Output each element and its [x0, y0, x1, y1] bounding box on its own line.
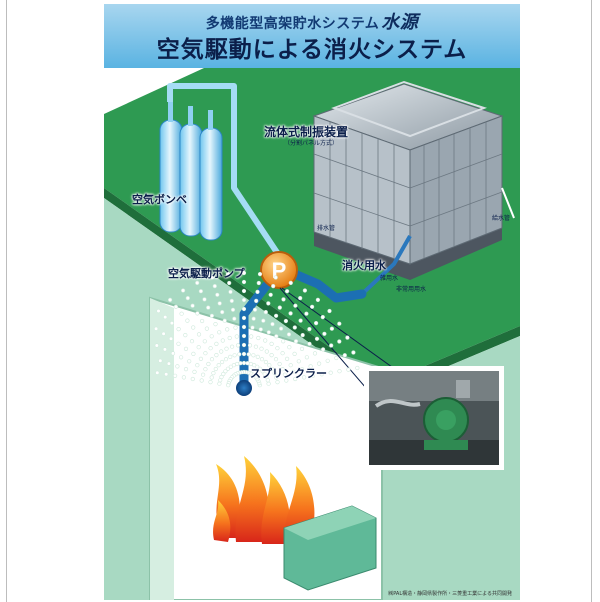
air-supply-line	[167, 83, 285, 262]
page-frame: 多機能型高架貯水システム水源 空気駆動による消火システム	[6, 0, 592, 602]
label-drain-pipe: 排水管	[317, 225, 336, 232]
system-illustration: P	[104, 68, 520, 600]
label-pipe-b: 非常用用水	[396, 286, 427, 293]
poster: 多機能型高架貯水システム水源 空気駆動による消火システム	[104, 4, 520, 600]
water-tank-array	[312, 80, 504, 280]
poster-subtitle: 多機能型高架貯水システム水源	[104, 8, 520, 34]
subtitle-text: 多機能型高架貯水システム	[205, 16, 380, 32]
sprinkler-spray	[153, 270, 360, 388]
callout-line-right	[281, 287, 411, 381]
sprinkler-head	[236, 380, 252, 396]
label-sprinkler: スプリンクラー	[250, 367, 327, 380]
pump-photo-inset	[364, 366, 504, 470]
label-fire-water: 消火用水	[342, 259, 386, 272]
room-side-wall	[150, 298, 174, 600]
label-air-cylinders: 空気ボンベ	[132, 193, 187, 206]
tank-railing	[331, 80, 488, 138]
brand-logo-text: 水源	[381, 12, 419, 33]
label-tank-note: （分割パネル方式）	[284, 140, 339, 147]
title-banner: 多機能型高架貯水システム水源 空気駆動による消火システム	[104, 4, 520, 68]
tank-outlet-pipes	[360, 235, 412, 296]
poster-title: 空気駆動による消火システム	[156, 37, 468, 63]
air-cylinders	[159, 102, 223, 241]
supply-pipe-line	[501, 187, 515, 219]
label-pipe-a: 雑用水	[380, 275, 399, 282]
label-tank: 流体式制振装置	[264, 125, 349, 139]
fire-water-pipe	[285, 267, 367, 303]
label-air-pump: 空気駆動ポンプ	[168, 267, 245, 280]
air-pump	[260, 251, 298, 289]
pump-symbol: P	[272, 258, 287, 283]
label-supply-pipe: 給水管	[492, 215, 511, 222]
room-object-top	[284, 506, 376, 540]
footer-credit: ㈱PAL構造・静岡県製作所・三菱重工業による共同開発	[388, 591, 512, 597]
fire	[213, 456, 315, 544]
